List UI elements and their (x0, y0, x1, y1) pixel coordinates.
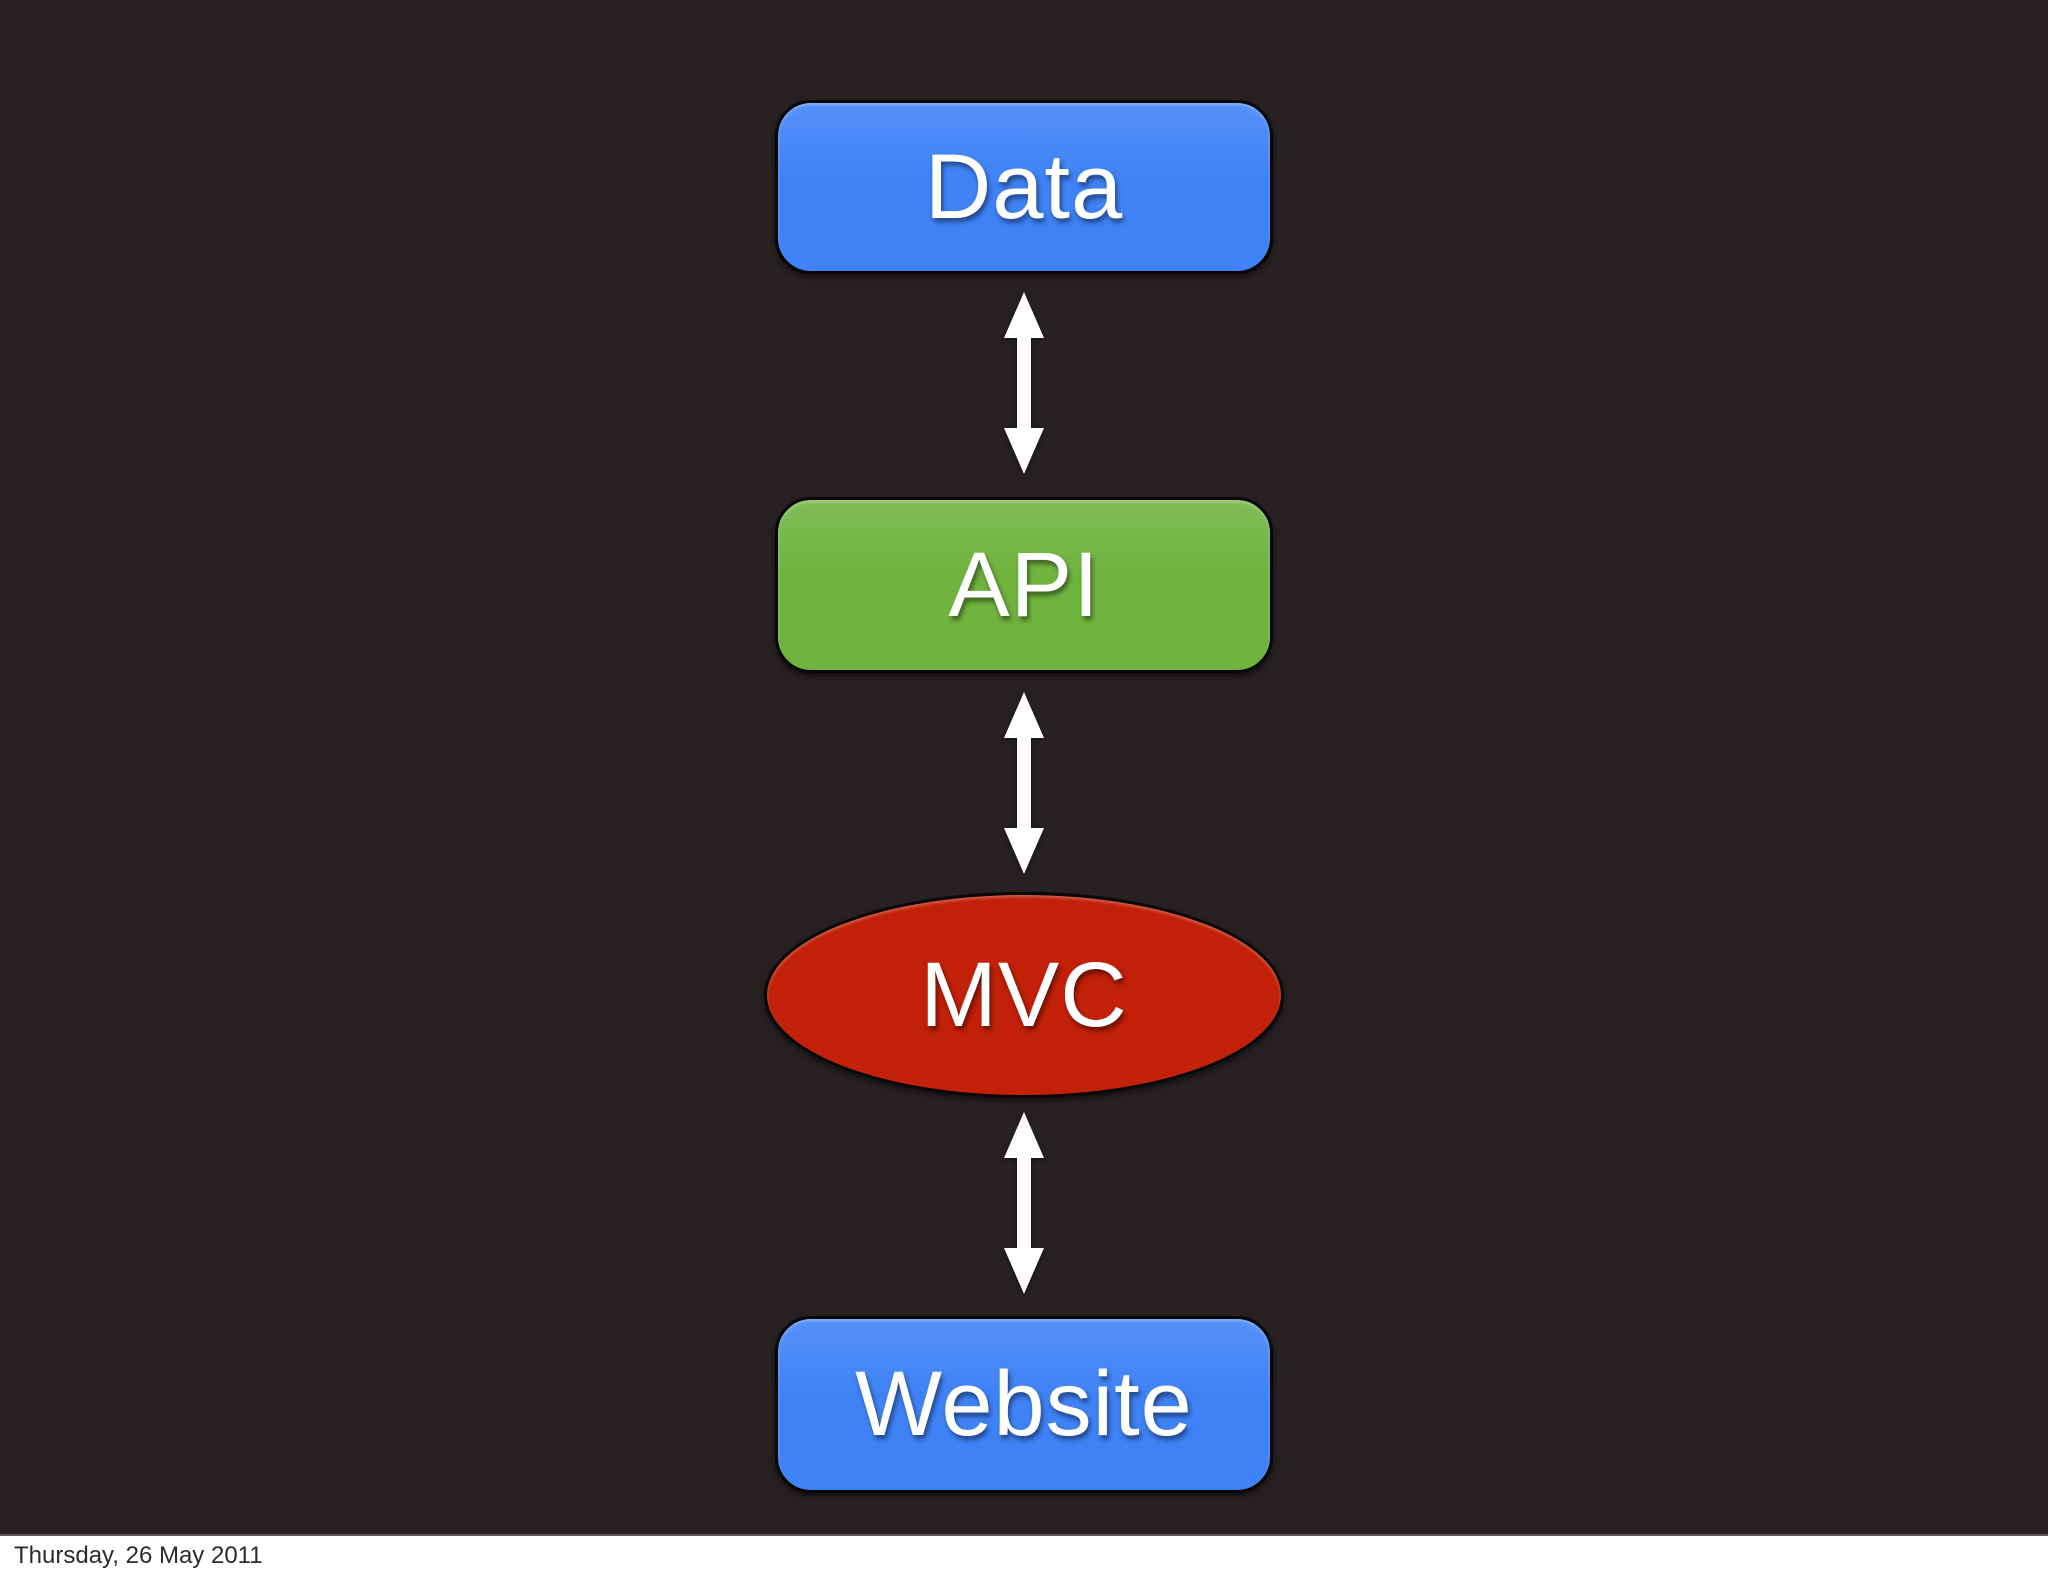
node-data-label: Data (924, 135, 1124, 238)
diagram-node-api: API (775, 497, 1273, 673)
slide-canvas: Data API MVC Website (0, 0, 2048, 1536)
double-arrow-icon (1002, 1112, 1046, 1294)
footer-date: Thursday, 26 May 2011 (14, 1542, 263, 1569)
diagram-node-mvc: MVC (764, 892, 1284, 1098)
node-website-label: Website (855, 1353, 1193, 1455)
slide-footer: Thursday, 26 May 2011 (0, 1536, 2048, 1576)
node-mvc-label: MVC (920, 943, 1128, 1046)
double-arrow-icon (1002, 292, 1046, 474)
diagram-node-data: Data (775, 100, 1273, 274)
node-api-label: API (948, 533, 1100, 636)
double-arrow-icon (1002, 692, 1046, 874)
diagram-node-website: Website (775, 1316, 1273, 1493)
